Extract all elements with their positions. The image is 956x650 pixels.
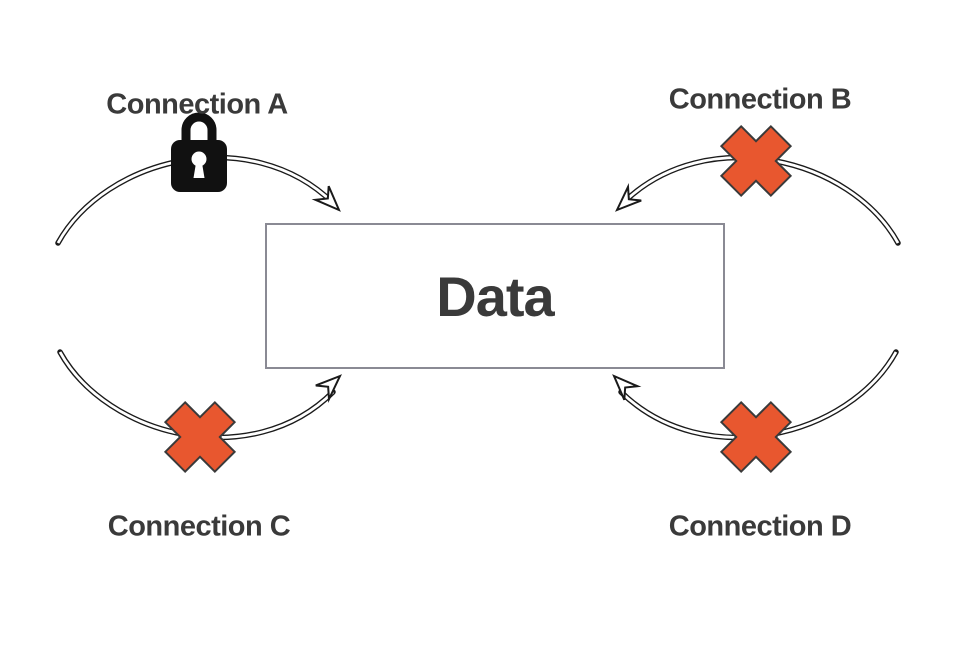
connection-a-arrowhead: [311, 185, 341, 212]
connection-b-arrowhead: [615, 182, 642, 212]
cross-icon-d: [719, 400, 793, 474]
cross-icon-c: [163, 400, 237, 474]
connection-b-label: Connection B: [668, 83, 852, 116]
connection-d-label: Connection D: [668, 510, 852, 543]
connection-d-arrowhead: [612, 374, 642, 401]
cross-icon-b: [719, 124, 793, 198]
connection-c-arrowhead: [315, 374, 342, 404]
data-box-label: Data: [436, 264, 554, 328]
connection-a-label: Connection A: [106, 88, 288, 121]
lock-icon: [171, 112, 227, 192]
connection-c-label: Connection C: [107, 510, 291, 543]
data-box: Data: [265, 223, 725, 369]
